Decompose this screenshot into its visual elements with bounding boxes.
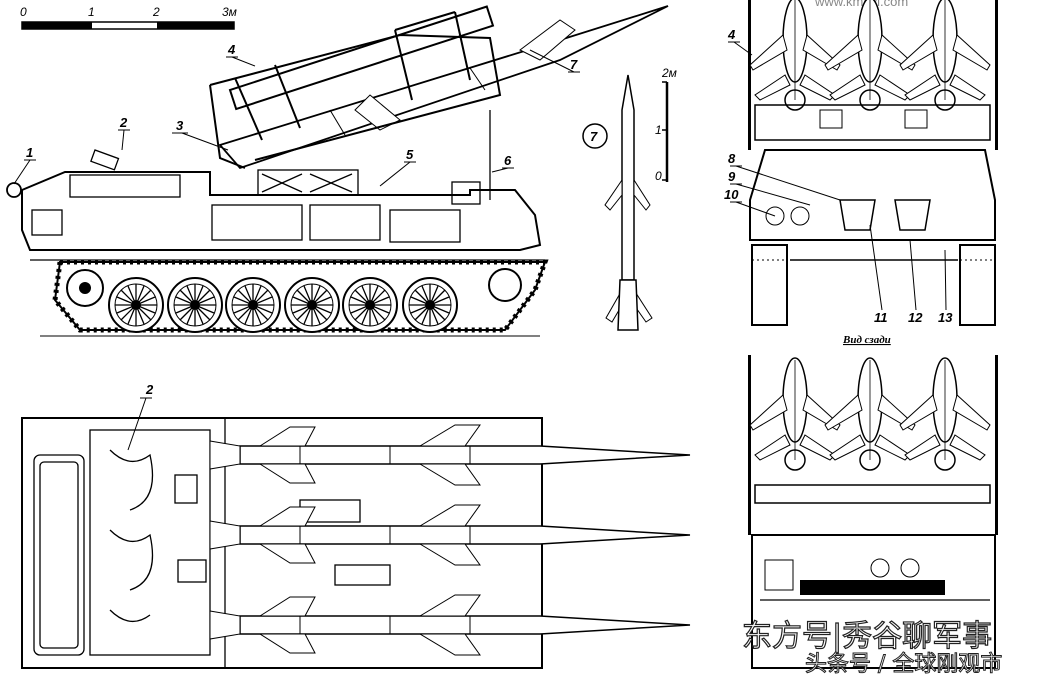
side-callouts: [13, 49, 580, 187]
missile-detail: 7 2м 1 0: [582, 66, 677, 331]
side-view: 1 2 3 4 5 6 7: [6, 5, 669, 337]
missile-scale-label: 1: [655, 123, 662, 137]
callout-label: 4: [227, 42, 236, 57]
callout-label: 11: [874, 310, 888, 325]
front-missile: [899, 0, 991, 111]
hull: [21, 171, 542, 251]
road-wheel: [342, 277, 398, 333]
callout-label: 13: [938, 310, 953, 325]
scale-bar: 0 1 2 3м: [20, 5, 237, 30]
scale-tick-label: 2: [152, 5, 160, 19]
rear-missile: [899, 357, 991, 471]
top-missile: [209, 424, 691, 486]
scale-tick-label: 1: [88, 5, 95, 19]
scale-tick-label: 0: [20, 5, 27, 19]
rear-view-lower: [748, 355, 998, 669]
watermark-line2: 头条号 / 全球刚观市: [805, 652, 1002, 677]
front-missile: [749, 0, 841, 111]
track-links: [52, 259, 549, 333]
missile-callout: 7: [590, 129, 598, 144]
road-wheel: [167, 277, 223, 333]
callout-label: 8: [728, 151, 736, 166]
callout-label: 2: [145, 382, 154, 397]
road-wheel: [108, 277, 164, 333]
top-missile: [209, 504, 691, 566]
callout-label: 6: [504, 153, 512, 168]
side-missile: [218, 5, 669, 170]
top-view: 2: [21, 382, 691, 669]
watermark: 东方号|秀谷聊军事 头条号 / 全球刚观市: [741, 618, 1003, 677]
road-wheel: [225, 277, 281, 333]
callout-label: 5: [406, 147, 414, 162]
callout-label: 1: [26, 145, 33, 160]
scale-tick-label: 3м: [222, 5, 237, 19]
rear-missile: [749, 357, 841, 471]
callout-label: 2: [119, 115, 128, 130]
headlight: [6, 182, 22, 198]
callout-label: 10: [724, 187, 739, 202]
callout-label: 3: [176, 118, 184, 133]
top-missile: [209, 594, 691, 656]
callout-label: 4: [727, 27, 736, 42]
rear-view-upper: www.kmoyi.com 4 8 9 10 11 12 13 Ви: [724, 0, 998, 346]
road-wheel: [402, 277, 458, 333]
missile-scale-label: 0: [655, 169, 662, 183]
rear-missile: [824, 357, 916, 471]
rear-view-caption: Вид сзади: [842, 334, 891, 346]
watermark-line1: 东方号|秀谷聊军事: [742, 619, 992, 654]
callout-label: 9: [728, 169, 736, 184]
callout-label: 7: [570, 57, 578, 72]
missile-scale-label: 2м: [661, 66, 677, 80]
road-wheel: [284, 277, 340, 333]
launcher-frame: [209, 5, 502, 169]
idler: [488, 268, 522, 302]
front-missile: [824, 0, 916, 111]
callout-label: 12: [908, 310, 923, 325]
website-text: www.kmoyi.com: [814, 0, 908, 9]
